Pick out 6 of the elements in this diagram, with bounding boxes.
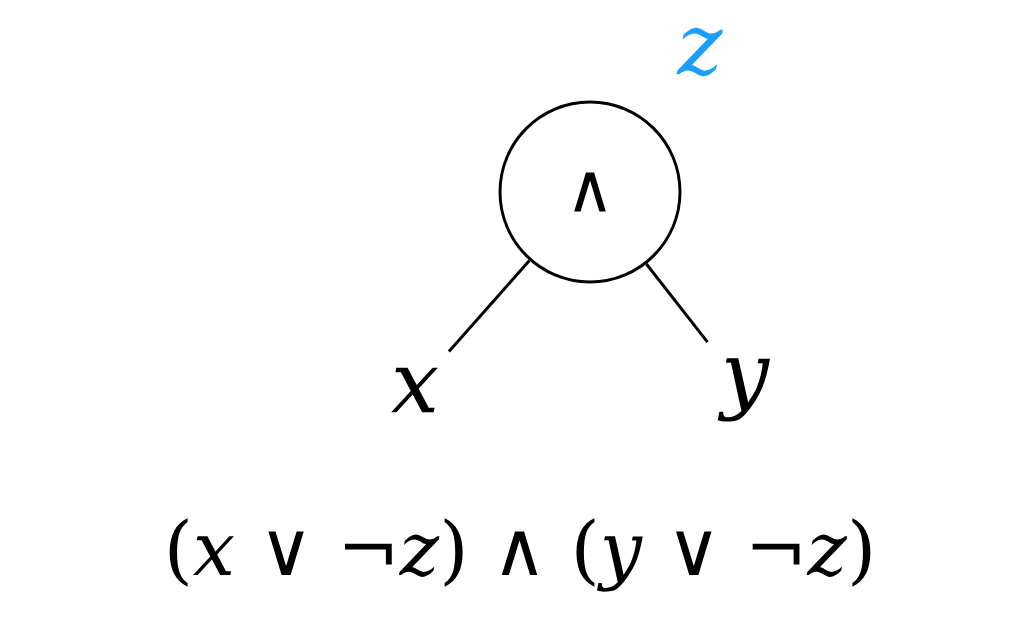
connector-line [645, 263, 709, 343]
variable-label: x [391, 367, 438, 413]
variable-label: z [676, 27, 723, 77]
connector-line [447, 259, 531, 353]
formula-label: (x ∨ ¬z) ∧ (y ∨ ¬z) [169, 518, 871, 592]
variable-label: y [717, 358, 770, 422]
